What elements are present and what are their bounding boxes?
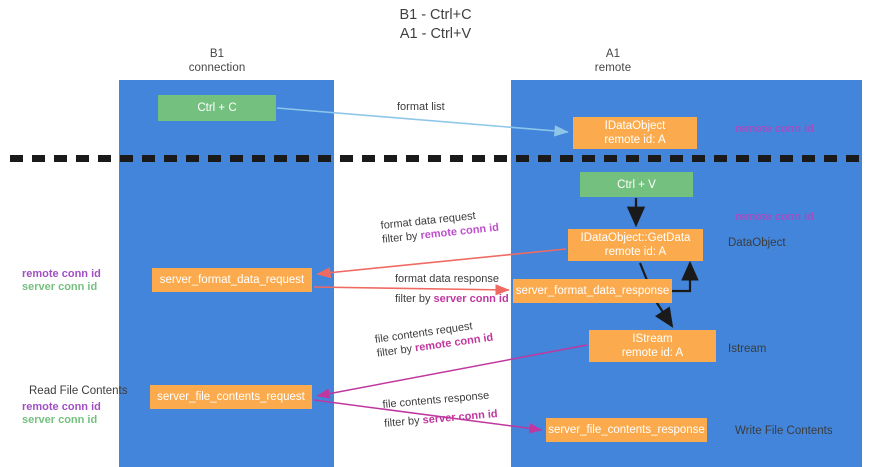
- id-label-top-right: remote conn id: [735, 123, 814, 136]
- id-label-server-conn-id: server conn id: [22, 281, 98, 293]
- node-ctrl-c[interactable]: Ctrl + C: [158, 95, 276, 121]
- annotation-write-file-contents: Write File Contents: [735, 425, 833, 437]
- edge-label-format-list-text: format list: [397, 101, 445, 113]
- lane-header-a1: A1 remote: [545, 48, 681, 75]
- node-ctrl-v-label: Ctrl + V: [617, 178, 656, 191]
- node-server-file-contents-request[interactable]: server_file_contents_request: [150, 385, 312, 409]
- edge-label-file-contents-request: file contents request filter by remote c…: [374, 317, 494, 361]
- id-label-remote-conn-id: remote conn id: [735, 123, 814, 135]
- node-server-file-contents-response[interactable]: server_file_contents_response: [546, 418, 707, 442]
- filter-prefix: filter by: [381, 229, 422, 246]
- id-label-remote-conn-id: remote conn id: [22, 401, 101, 413]
- node-istream-line1: IStream: [632, 333, 673, 345]
- node-idataobject[interactable]: IDataObject remote id: A: [573, 117, 697, 149]
- id-label-mid-right: remote conn id: [735, 211, 814, 224]
- node-getdata-line1: IDataObject::GetData: [580, 232, 691, 244]
- filter-key-server-conn-id: server conn id: [433, 293, 509, 305]
- node-ctrl-v[interactable]: Ctrl + V: [580, 172, 693, 197]
- id-label-left-upper: remote conn id server conn id: [22, 268, 101, 294]
- node-server-format-data-response[interactable]: server_format_data_response: [513, 279, 672, 303]
- node-server-format-data-request[interactable]: server_format_data_request: [152, 268, 312, 292]
- node-istream-line2: remote id: A: [621, 347, 684, 359]
- lane-header-b1-name: B1: [209, 48, 225, 60]
- node-server-file-contents-response-label: server_file_contents_response: [548, 424, 705, 436]
- title-line-2: A1 - Ctrl+V: [399, 26, 472, 42]
- node-server-format-data-response-label: server_format_data_response: [515, 285, 670, 297]
- title-line-1: B1 - Ctrl+C: [399, 7, 472, 23]
- edge-label-file-contents-response-line2: filter by server conn id: [384, 407, 499, 431]
- node-getdata-line2: remote id: A: [604, 246, 667, 258]
- filter-prefix: filter by: [395, 293, 434, 305]
- annotation-istream: Istream: [728, 343, 767, 355]
- id-label-remote-conn-id: remote conn id: [735, 211, 814, 223]
- edge-label-format-data-response-line1: format data response: [395, 273, 499, 285]
- id-label-remote-conn-id: remote conn id: [22, 268, 101, 280]
- diagram-title: B1 - Ctrl+C A1 - Ctrl+V: [0, 6, 871, 44]
- id-label-left-lower: remote conn id server conn id: [22, 401, 101, 427]
- node-server-file-contents-request-label: server_file_contents_request: [157, 391, 305, 403]
- lane-header-a1-role: remote: [594, 61, 632, 74]
- edge-label-file-contents-response: file contents response filter by server …: [382, 388, 498, 431]
- annotation-read-file-contents: Read File Contents: [29, 385, 128, 397]
- node-idataobject-line2: remote id: A: [604, 134, 666, 146]
- lane-header-a1-name: A1: [605, 48, 621, 60]
- node-ctrl-c-label: Ctrl + C: [197, 102, 237, 114]
- filter-key-server-conn-id: server conn id: [422, 408, 499, 427]
- phase-separator-dashed-line: [10, 155, 865, 162]
- node-idataobject-getdata[interactable]: IDataObject::GetData remote id: A: [568, 229, 703, 261]
- edge-label-format-list: format list: [397, 100, 445, 114]
- filter-prefix: filter by: [383, 414, 424, 430]
- filter-prefix: filter by: [376, 342, 416, 360]
- node-idataobject-line1: IDataObject: [604, 120, 666, 132]
- edge-label-format-data-response: format data response filter by server co…: [395, 272, 509, 306]
- lane-header-b1-role: connection: [188, 61, 246, 74]
- edge-label-format-data-request: format data request filter by remote con…: [380, 207, 500, 247]
- node-istream[interactable]: IStream remote id: A: [589, 330, 716, 362]
- lane-header-b1: B1 connection: [149, 48, 285, 75]
- node-server-format-data-request-label: server_format_data_request: [159, 274, 305, 286]
- id-label-server-conn-id: server conn id: [22, 414, 98, 426]
- edge-label-format-data-response-line2: filter by server conn id: [395, 292, 509, 306]
- annotation-dataobject: DataObject: [728, 237, 786, 249]
